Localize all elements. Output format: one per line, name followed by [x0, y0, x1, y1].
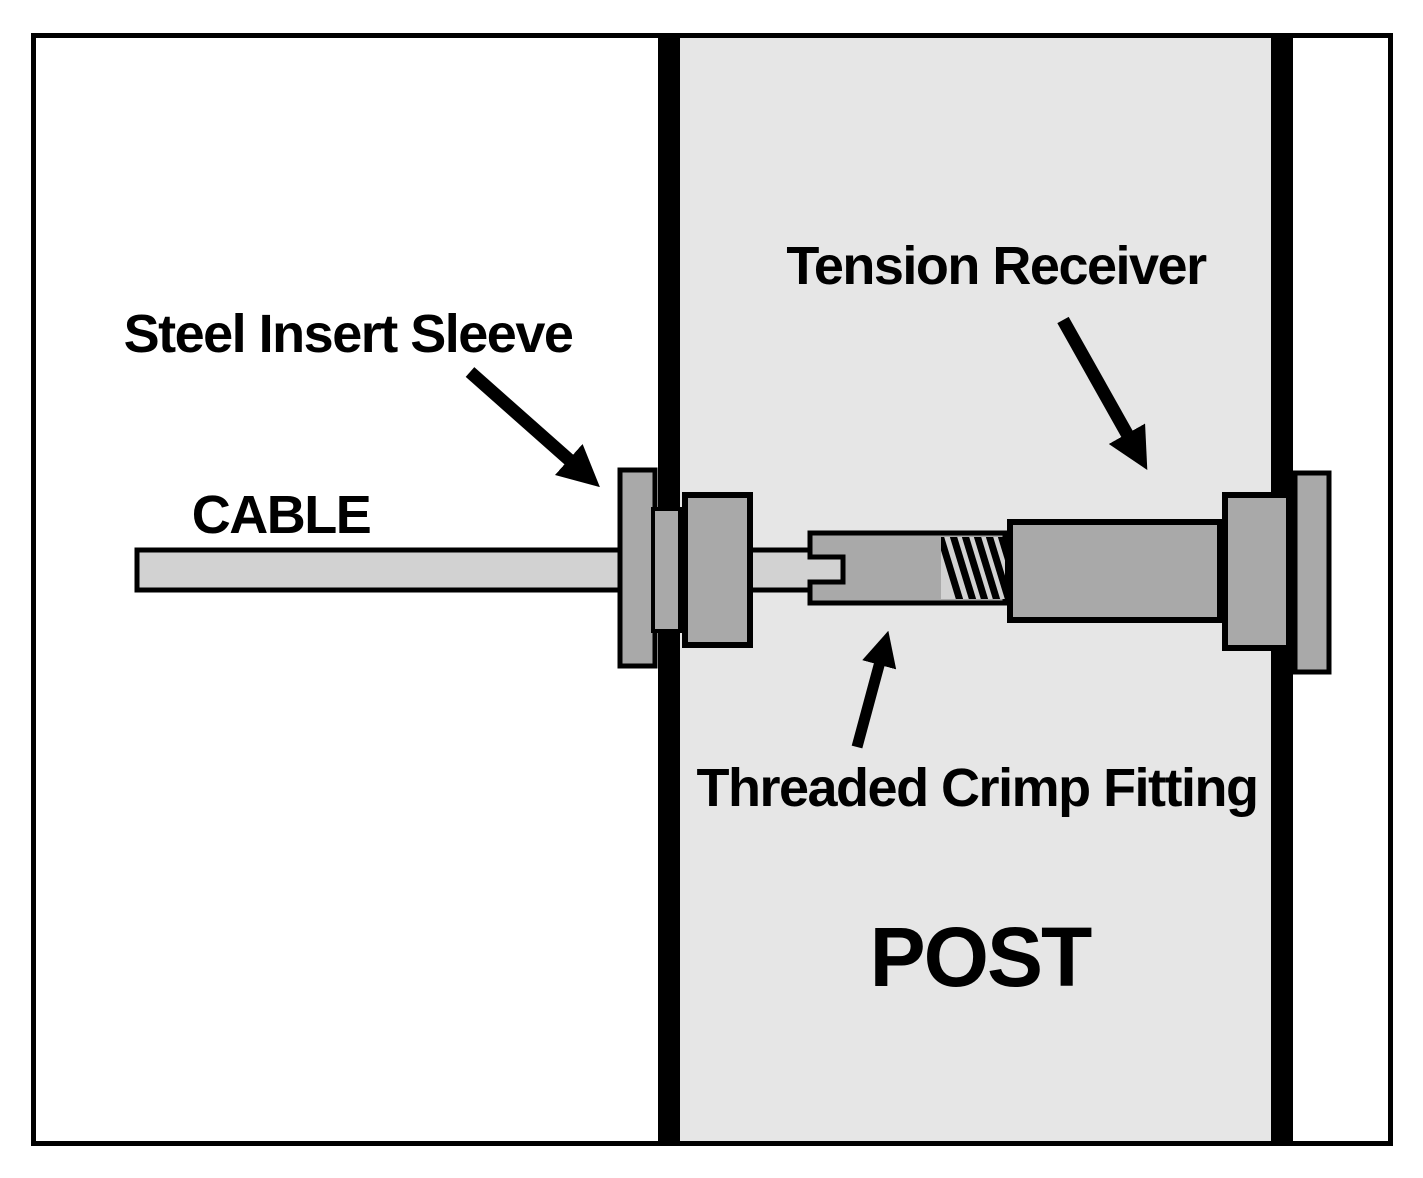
steel-insert-sleeve-label: Steel Insert Sleeve — [124, 304, 573, 364]
thread-line — [985, 537, 1005, 599]
thread-line — [973, 537, 1001, 599]
steel-insert-sleeve-arrow — [465, 367, 600, 488]
tension-receiver-arrow — [1057, 316, 1148, 471]
threaded-crimp-fitting-label: Threaded Crimp Fitting — [697, 758, 1258, 818]
post-label: POST — [870, 910, 1092, 1004]
tension-receiver-body — [1007, 519, 1223, 623]
outer-border — [31, 33, 1393, 1146]
thread-hatching — [941, 537, 1005, 599]
thread-line — [961, 537, 989, 599]
thread-line — [997, 537, 1005, 561]
insert-sleeve-outer-flange — [617, 467, 658, 669]
cable-label: CABLE — [192, 485, 371, 545]
insert-sleeve-body — [682, 492, 753, 648]
insert-sleeve-washer — [651, 507, 682, 633]
thread-line — [941, 537, 964, 599]
tension-receiver-label: Tension Receiver — [786, 236, 1207, 296]
thread-line — [949, 537, 977, 599]
threaded-crimp-fitting-arrow — [851, 630, 897, 749]
tension-receiver-flange — [1222, 492, 1292, 651]
tension-receiver-end-cap — [1292, 470, 1332, 675]
